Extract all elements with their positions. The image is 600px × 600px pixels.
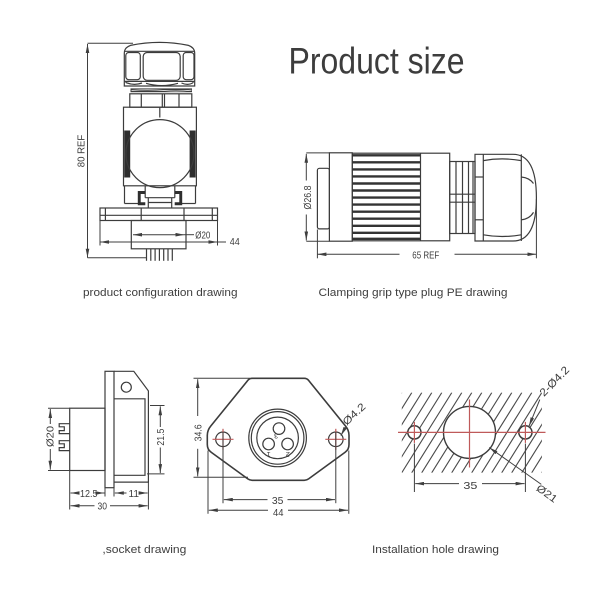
svg-text:Ø21: Ø21 [534,482,560,505]
svg-text:Ø20: Ø20 [195,231,210,242]
svg-text:34.6: 34.6 [193,424,204,441]
svg-text:30: 30 [98,502,108,513]
svg-text:2: 2 [286,450,290,459]
svg-text:80 REF: 80 REF [77,135,88,168]
svg-text:,socket drawing: ,socket drawing [102,544,186,556]
svg-text:2-Ø4.2: 2-Ø4.2 [538,364,572,399]
svg-text:product configuration drawing: product configuration drawing [83,287,238,299]
svg-text:1: 1 [267,450,271,459]
svg-text:65 REF: 65 REF [412,249,439,261]
svg-text:11: 11 [129,489,140,500]
svg-text:Installation hole drawing: Installation hole drawing [372,544,499,556]
svg-text:Ø4.2: Ø4.2 [340,401,368,428]
svg-text:Ø26.8: Ø26.8 [303,185,314,209]
svg-text:21.5: 21.5 [156,428,167,445]
svg-text:12.5: 12.5 [80,489,98,500]
svg-text:44: 44 [230,236,240,248]
svg-text:35: 35 [463,480,477,492]
svg-text:Clamping grip type plug PE dra: Clamping grip type plug PE drawing [319,287,508,299]
svg-text:35: 35 [272,495,284,507]
svg-text:Product size: Product size [289,42,465,83]
svg-text:44: 44 [273,507,284,519]
svg-text:Ø20: Ø20 [46,426,57,447]
svg-text:3: 3 [274,432,278,441]
